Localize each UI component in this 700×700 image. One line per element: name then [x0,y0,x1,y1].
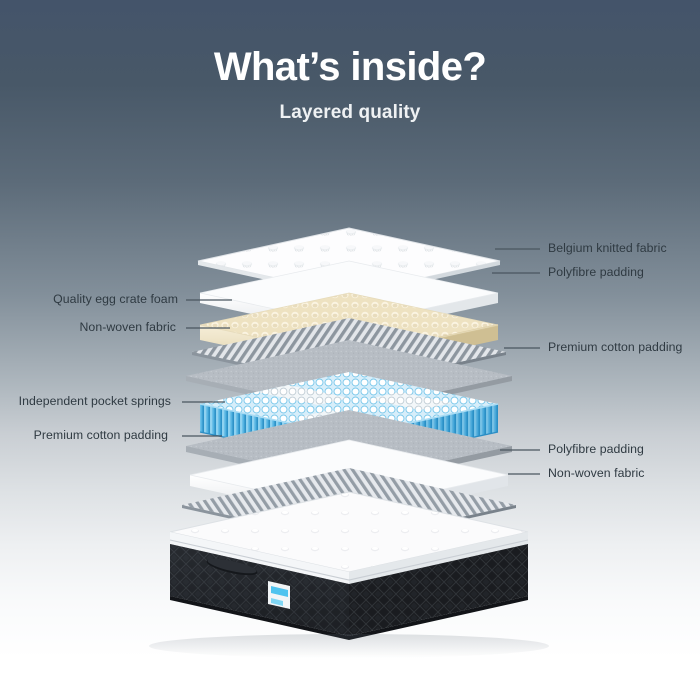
layer-independent-pocket-springs [199,372,499,465]
callout-non-woven-fabric-top: Non-woven fabric [80,320,177,334]
brand-tag [268,581,290,609]
callout-label: Non-woven fabric [548,466,645,480]
callout-non-woven-fabric-bottom: Non-woven fabric [548,466,645,480]
layer-premium-cotton-padding-top [186,340,512,417]
callout-polyfibre-padding-bottom: Polyfibre padding [548,442,644,456]
callout-label: Non-woven fabric [79,320,176,334]
page-title: What’s inside? [213,45,487,89]
callout-independent-pocket-springs: Independent pocket springs [19,394,171,408]
layer-polyfibre-padding-bottom [189,439,509,521]
callout-premium-cotton-padding-top: Premium cotton padding [548,340,682,354]
callout-premium-cotton-padding-bottom: Premium cotton padding [34,428,168,442]
header: What’s inside? Layered quality [0,0,700,124]
callout-belgium-knitted-fabric: Belgium knitted fabric [548,241,667,255]
callout-polyfibre-padding-top: Polyfibre padding [548,265,644,279]
callout-quality-egg-crate-foam: Quality egg crate foam [53,292,178,306]
callout-label: Belgium knitted fabric [548,241,667,255]
callout-label: Premium cotton padding [33,428,168,442]
layer-mattress-base [169,491,529,640]
layer-quality-egg-crate-foam [199,292,499,372]
callout-label: Premium cotton padding [548,340,683,354]
callout-label: Polyfibre padding [548,442,644,456]
layer-non-woven-fabric-bottom [182,468,516,545]
callout-label: Quality egg crate foam [53,292,178,306]
layer-non-woven-fabric-top [192,318,506,389]
leader-lines [182,248,540,475]
page-subtitle: Layered quality [279,102,421,123]
layer-premium-cotton-padding-bottom [186,410,512,488]
callout-label: Polyfibre padding [548,265,644,279]
callout-label: Independent pocket springs [18,394,171,408]
layer-polyfibre-padding-top [199,260,499,335]
layer-belgium-knitted-fabric [197,227,501,298]
